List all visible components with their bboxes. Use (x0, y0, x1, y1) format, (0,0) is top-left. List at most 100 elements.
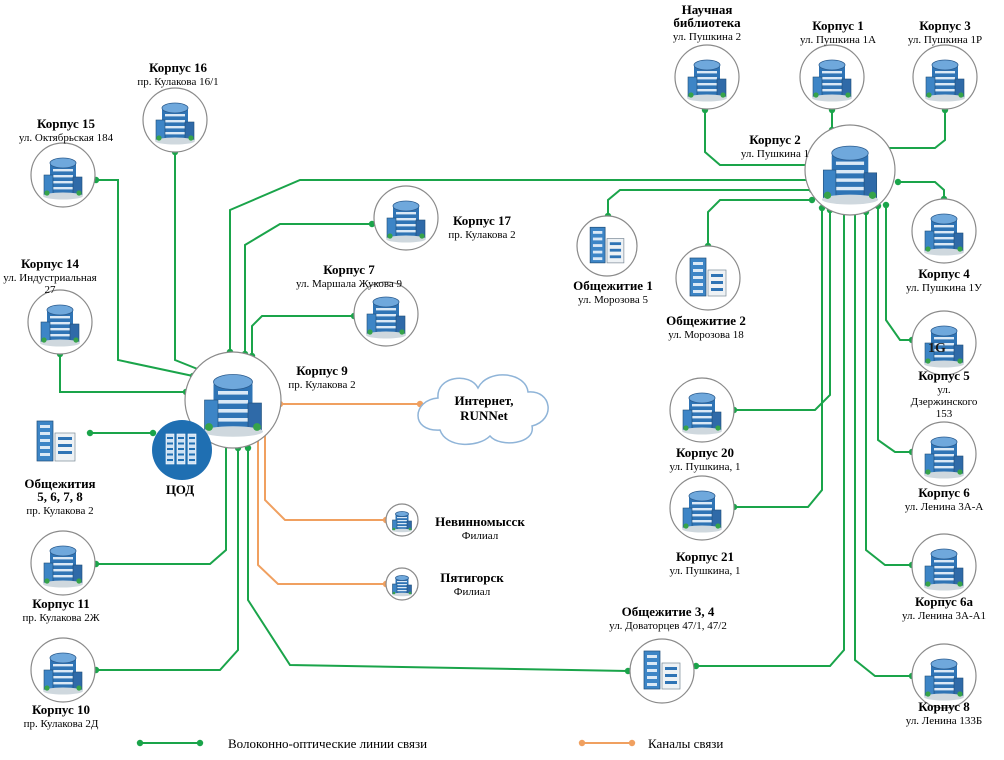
node-name: Корпус 6а (915, 594, 974, 609)
node-address: ул. Пушкина, 1 (670, 461, 741, 473)
k6-label: Корпус 6ул. Ленина 3А-А (905, 485, 984, 513)
fiber-link (96, 179, 194, 377)
dorm5-dormitory-icon (36, 420, 76, 462)
k5-building-icon (911, 310, 977, 376)
node-name: Корпус 3 (919, 18, 971, 33)
node-name: Интернет, (455, 393, 514, 408)
fiber-link (734, 210, 831, 411)
k5-speed-badge: 1G (928, 341, 946, 356)
fiber-link (247, 448, 629, 672)
node-address: ул. Пушкина 1У (906, 282, 982, 294)
fiber-link (96, 448, 239, 671)
cod-label: ЦОД (166, 482, 194, 497)
fiber-link (854, 212, 912, 677)
node-name: Корпус 8 (918, 699, 970, 714)
k9-label: Корпус 9пр. Кулакова 2 (288, 363, 355, 391)
k7-label: Корпус 7ул. Маршала Жукова 9 (296, 262, 403, 290)
node-address: ул. Ленина 3А-А1 (902, 610, 986, 622)
node-name: библиотека (673, 15, 741, 30)
fiber-link (877, 206, 912, 453)
node-name: Корпус 6 (918, 485, 970, 500)
fiber-endpoint (368, 220, 376, 228)
fiber-link (865, 212, 912, 566)
fiber-endpoint (808, 196, 816, 204)
fiber-link (704, 110, 812, 166)
node-name: Научная (682, 2, 733, 17)
node-name: Общежитие 1 (573, 278, 653, 293)
k3-building-icon (912, 44, 978, 110)
node-name: Корпус 17 (453, 213, 512, 228)
node-address: ул. Маршала Жукова 9 (296, 278, 403, 290)
k2-label: Корпус 2ул. Пушкина 1 (741, 132, 809, 160)
k1-building-icon (799, 44, 865, 110)
fiber-endpoint (894, 178, 902, 186)
node-address: Филиал (454, 586, 491, 598)
d2-label: Общежитие 2ул. Морозова 18 (666, 313, 746, 341)
node-address: пр. Кулакова 2 (448, 229, 515, 241)
k7-building-icon (353, 281, 419, 347)
d34-label: Общежитие 3, 4ул. Доваторцев 47/1, 47/2 (609, 604, 727, 632)
node-address: ул. Пушкина 1Р (908, 34, 982, 46)
fiber-link (885, 205, 912, 341)
k4-building-icon (911, 198, 977, 264)
node-name: Корпус 5 (918, 368, 970, 383)
k2-building-icon (804, 124, 896, 216)
node-name: Пятигорск (440, 570, 504, 585)
node-name: Общежития (24, 476, 95, 491)
d1-label: Общежитие 1ул. Морозова 5 (573, 278, 653, 306)
node-name: Корпус 7 (323, 262, 375, 277)
k14-building-icon (27, 289, 93, 355)
node-address: Филиал (462, 530, 499, 542)
fiber-link (734, 208, 823, 508)
node-name: Корпус 9 (296, 363, 348, 378)
legend-fiber-dot (136, 739, 144, 747)
node-address: пр. Кулакова 16/1 (137, 76, 218, 88)
inet-label: Интернет,RUNNet (455, 393, 514, 423)
node-name: Корпус 4 (918, 266, 970, 281)
node-address: ул. (937, 384, 951, 396)
legend-fiber-dot (196, 739, 204, 747)
node-name: Невинномысск (435, 514, 525, 529)
legend-channel-dot (578, 739, 586, 747)
d1-dormitory-icon (576, 215, 638, 277)
d34-dormitory-icon (629, 638, 695, 704)
node-address: ул. Доваторцев 47/1, 47/2 (609, 620, 727, 632)
channel-link (257, 425, 386, 585)
node-address: пр. Кулакова 2Д (24, 718, 99, 730)
fiber-link (174, 152, 201, 371)
internet-cloud-icon (417, 374, 549, 446)
node-name: Корпус 1 (812, 18, 864, 33)
node-address: ул. Октябрьская 184 (19, 132, 114, 144)
node-name: ЦОД (166, 482, 194, 497)
node-address: ул. Пушкина, 1 (670, 565, 741, 577)
fiber-link (96, 444, 227, 565)
k20-building-icon (669, 377, 735, 443)
k15-building-icon (30, 142, 96, 208)
k9-building-icon (184, 351, 282, 449)
fiber-endpoint (882, 201, 890, 209)
k8-label: Корпус 8ул. Ленина 133Б (906, 699, 982, 727)
node-name: 5, 6, 7, 8 (37, 489, 83, 504)
legend-fiber-label: Волоконно-оптические линии связи (228, 736, 427, 751)
node-address: ул. Пушкина 1А (800, 34, 876, 46)
node-address: ул. Морозова 18 (668, 329, 744, 341)
lib-building-icon (674, 44, 740, 110)
fiber-link (244, 223, 372, 354)
cod-datacenter-icon (152, 420, 212, 480)
k21-building-icon (669, 475, 735, 541)
node-address: пр. Кулакова 2 (26, 505, 93, 517)
node-address: 27 (45, 284, 57, 296)
node-icons (27, 44, 978, 709)
connection-lines (56, 106, 949, 680)
